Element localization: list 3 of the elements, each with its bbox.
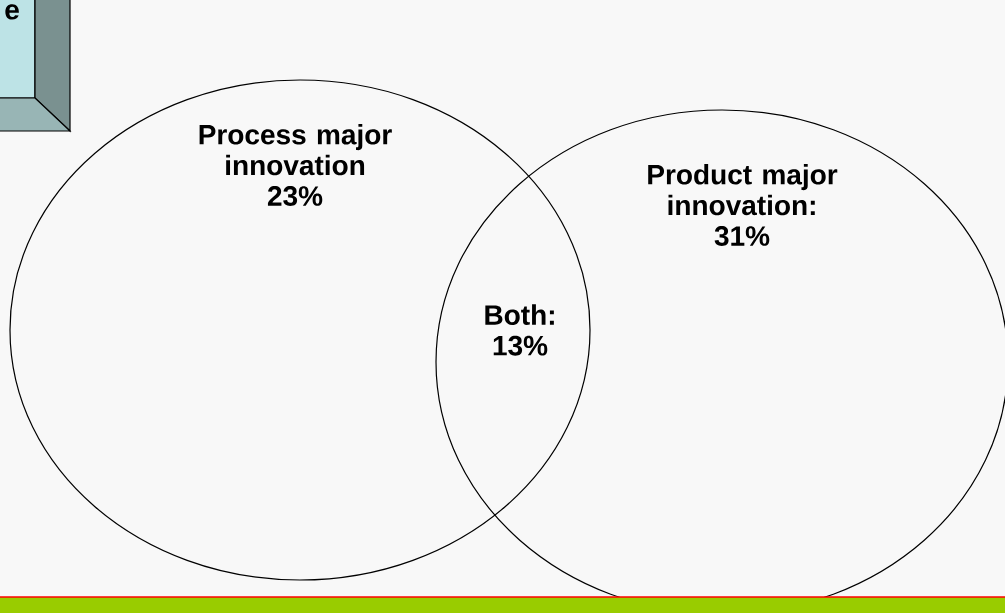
beveled-box: e (0, 0, 72, 133)
node-label: e (5, 4, 19, 20)
overlap-label: Both: 13% (485, 304, 554, 356)
